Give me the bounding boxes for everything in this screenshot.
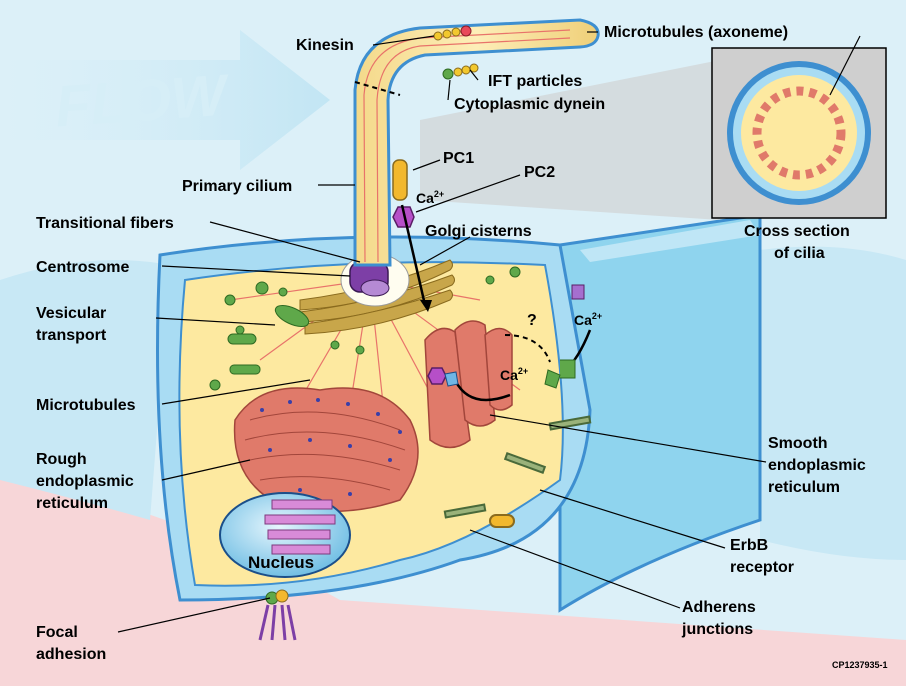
focal-adhesion-label-1: Focal <box>36 624 78 641</box>
calcium-channel-green <box>560 360 575 378</box>
ift-particles-label: IFT particles <box>488 73 582 90</box>
neighbor-cell-right <box>760 247 906 560</box>
microtubules-axoneme-label: Microtubules (axoneme) <box>604 24 788 41</box>
golgi-cisterns-label: Golgi cisterns <box>425 223 532 240</box>
kinesin-label: Kinesin <box>296 37 354 54</box>
centrosome-label: Centrosome <box>36 259 129 276</box>
question-mark: ? <box>527 312 537 329</box>
rough-er-label-2: endoplasmic <box>36 473 134 490</box>
primary-cilium-label: Primary cilium <box>182 178 292 195</box>
calcium-channel-top <box>572 285 584 299</box>
pc2-label: PC2 <box>524 164 555 181</box>
pc2-protein-cytoplasm <box>428 368 446 384</box>
cytoplasmic-dynein-label: Cytoplasmic dynein <box>454 96 605 113</box>
rough-er-label-1: Rough <box>36 451 87 468</box>
vesicular-transport-label-2: transport <box>36 327 107 344</box>
adherens-label-2: junctions <box>681 621 753 638</box>
figure-id: CP1237935-1 <box>832 660 888 670</box>
erbb-label-2: receptor <box>730 559 794 576</box>
pc1-protein <box>393 160 407 200</box>
rough-er-label-3: reticulum <box>36 495 108 512</box>
centriole <box>361 280 389 296</box>
smooth-er-label-1: Smooth <box>768 435 828 452</box>
cross-section-label-2: of cilia <box>774 245 825 262</box>
nucleus-label: Nucleus <box>248 553 314 572</box>
cross-section-label-1: Cross section <box>744 223 850 240</box>
smooth-er-label-2: endoplasmic <box>768 457 866 474</box>
transitional-fibers-label: Transitional fibers <box>36 215 174 232</box>
erbb-label-1: ErbB <box>730 537 768 554</box>
adherens-label-1: Adherens <box>682 599 756 616</box>
flow-label: FLOW <box>53 62 232 139</box>
focal-adhesion-label-2: adhesion <box>36 646 106 663</box>
smooth-er-label-3: reticulum <box>768 479 840 496</box>
microtubules-label: Microtubules <box>36 397 136 414</box>
vesicular-transport-label-1: Vesicular <box>36 305 106 322</box>
rough-er <box>235 388 418 511</box>
pc1-label: PC1 <box>443 150 474 167</box>
